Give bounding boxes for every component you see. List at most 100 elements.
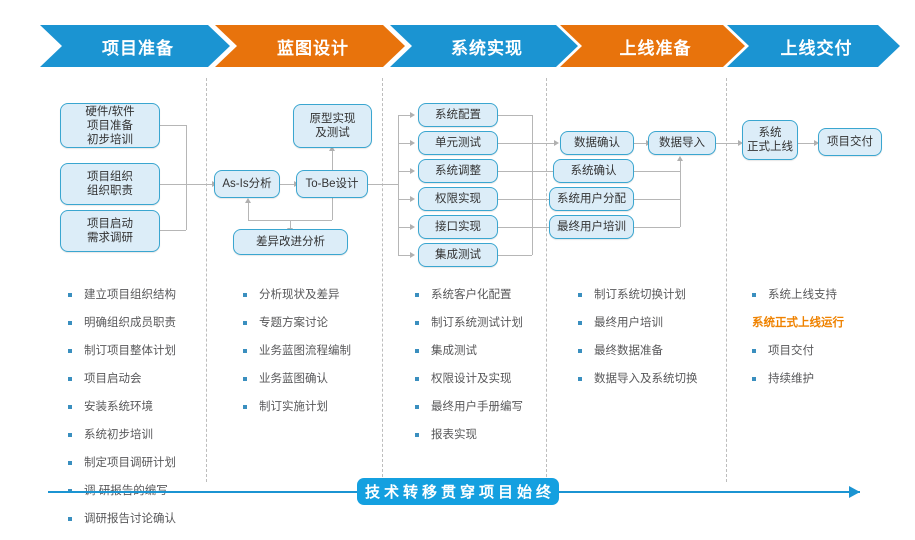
phase-chevron-1[interactable]: 项目准备 [40,25,230,67]
box-label: 最终用户培训 [557,220,626,234]
bullet-dot-icon [752,349,756,353]
swimlane-divider-3 [546,78,547,482]
box-label-line: 系统调整 [435,165,481,177]
box-label-line: 集成测试 [435,249,481,261]
bullet-item-label: 系统正式上线运行 [752,317,844,329]
blueprint-box-2[interactable]: As-Is分析 [214,170,280,198]
box-label-line: 数据确认 [574,137,620,149]
box-label-line: To-Be设计 [305,178,359,190]
bullet-item-label: 数据导入及系统切换 [594,373,698,385]
phase-chevron-3[interactable]: 系统实现 [390,25,578,67]
bullet-item: 最终用户培训 [578,316,698,330]
box-label: 系统正式上线 [747,126,793,154]
bullet-item-label: 系统客户化配置 [431,289,512,301]
box-label-line: 系统配置 [435,109,481,121]
box-label-line: 数据导入 [659,137,705,149]
bullet-item: 系统客户化配置 [415,288,523,302]
box-label-line: 单元测试 [435,137,481,149]
phase-chevron-4[interactable]: 上线准备 [560,25,745,67]
bullet-list-col5: 系统上线支持系统正式上线运行项目交付持续维护 [752,288,844,400]
bullet-item: 业务蓝图流程编制 [243,344,351,358]
bullet-list-col3: 系统客户化配置制订系统测试计划集成测试权限设计及实现最终用户手册编写报表实现 [415,288,523,456]
blueprint-box-4[interactable]: 差异改进分析 [233,229,348,255]
bullet-item: 系统上线支持 [752,288,844,302]
bullet-dot-icon [415,321,419,325]
golive-prep-box-4[interactable]: 最终用户培训 [549,215,634,239]
box-label-line: 系统用户分配 [557,193,626,205]
realize-box-5[interactable]: 接口实现 [418,215,498,239]
box-label-line: 正式上线 [747,141,793,153]
swimlane-divider-1 [206,78,207,482]
prep-box-1[interactable]: 硬件/软件项目准备初步培训 [60,103,160,148]
delivery-box-2[interactable]: 项目交付 [818,128,882,156]
bullet-item: 调研报告讨论确认 [68,512,176,526]
box-label: 硬件/软件项目准备初步培训 [85,105,134,147]
phase-header-bar: 项目准备蓝图设计 系统实现 上线准备上线交付 [0,0,915,78]
box-label: 系统用户分配 [557,192,626,206]
bullet-item: 制订系统测试计划 [415,316,523,330]
realize-box-2[interactable]: 单元测试 [418,131,498,155]
blueprint-box-3[interactable]: To-Be设计 [296,170,368,198]
bullet-item: 制订项目整体计划 [68,344,176,358]
phase-chevron-5[interactable]: 上线交付 [727,25,900,67]
box-label-line: 项目组织 [87,171,133,183]
box-label: 数据导入 [659,136,705,150]
realize-box-4[interactable]: 权限实现 [418,187,498,211]
golive-prep-box-3[interactable]: 系统用户分配 [549,187,634,211]
blueprint-box-1[interactable]: 原型实现及测试 [293,104,372,148]
bullet-dot-icon [68,377,72,381]
box-label-line: 接口实现 [435,221,481,233]
bullet-dot-icon [68,517,72,521]
swimlane-divider-2 [382,78,383,482]
bullet-dot-icon [415,405,419,409]
box-label: 项目交付 [827,135,873,149]
data-import-box-1[interactable]: 数据导入 [648,131,716,155]
bullet-item: 集成测试 [415,344,523,358]
bullet-dot-icon [243,321,247,325]
bullet-item: 系统正式上线运行 [752,316,844,330]
bullet-item-label: 最终数据准备 [594,345,663,357]
phase-chevron-label: 系统实现 [451,38,523,58]
bullet-item: 数据导入及系统切换 [578,372,698,386]
realize-box-3[interactable]: 系统调整 [418,159,498,183]
prep-box-2[interactable]: 项目组织组织职责 [60,163,160,205]
prep-box-3[interactable]: 项目启动需求调研 [60,210,160,252]
bullet-item: 分析现状及差异 [243,288,351,302]
bullet-item-label: 制订项目整体计划 [84,345,176,357]
box-label-line: 硬件/软件 [85,105,135,118]
box-label-line: 初步培训 [86,133,133,146]
bullet-item-label: 制订系统切换计划 [594,289,686,301]
realize-box-1[interactable]: 系统配置 [418,103,498,127]
golive-prep-box-2[interactable]: 系统确认 [553,159,634,183]
bullet-dot-icon [243,293,247,297]
bullet-item: 建立项目组织结构 [68,288,176,302]
bullet-item-label: 系统上线支持 [768,289,837,301]
box-label: 系统配置 [435,108,481,122]
box-label-line: 及测试 [315,127,350,139]
bullet-dot-icon [578,377,582,381]
box-label-line: 权限实现 [435,193,481,205]
bullet-item: 制订系统切换计划 [578,288,698,302]
bullet-item-label: 制订系统测试计划 [431,317,523,329]
bullet-dot-icon [243,405,247,409]
bullet-dot-icon [68,405,72,409]
bullet-list-col1: 建立项目组织结构明确组织成员职责制订项目整体计划项目启动会安装系统环境系统初步培… [68,288,176,540]
box-label: 集成测试 [435,248,481,262]
realize-box-6[interactable]: 集成测试 [418,243,498,267]
bullet-item: 制订实施计划 [243,400,351,414]
phase-chevron-2[interactable]: 蓝图设计 [215,25,405,67]
golive-prep-box-1[interactable]: 数据确认 [560,131,634,155]
box-label: 接口实现 [435,220,481,234]
swimlane-divider-4 [726,78,727,482]
bullet-dot-icon [68,349,72,353]
bullet-item-label: 业务蓝图确认 [259,373,328,385]
bullet-dot-icon [415,377,419,381]
bullet-item: 最终数据准备 [578,344,698,358]
delivery-box-1[interactable]: 系统正式上线 [742,120,798,160]
box-label: 单元测试 [435,136,481,150]
bullet-dot-icon [243,349,247,353]
bullet-item: 项目交付 [752,344,844,358]
box-label-line: 项目交付 [827,136,873,148]
box-label-line: As-Is分析 [222,178,272,190]
box-label-line: 系统 [758,127,782,139]
